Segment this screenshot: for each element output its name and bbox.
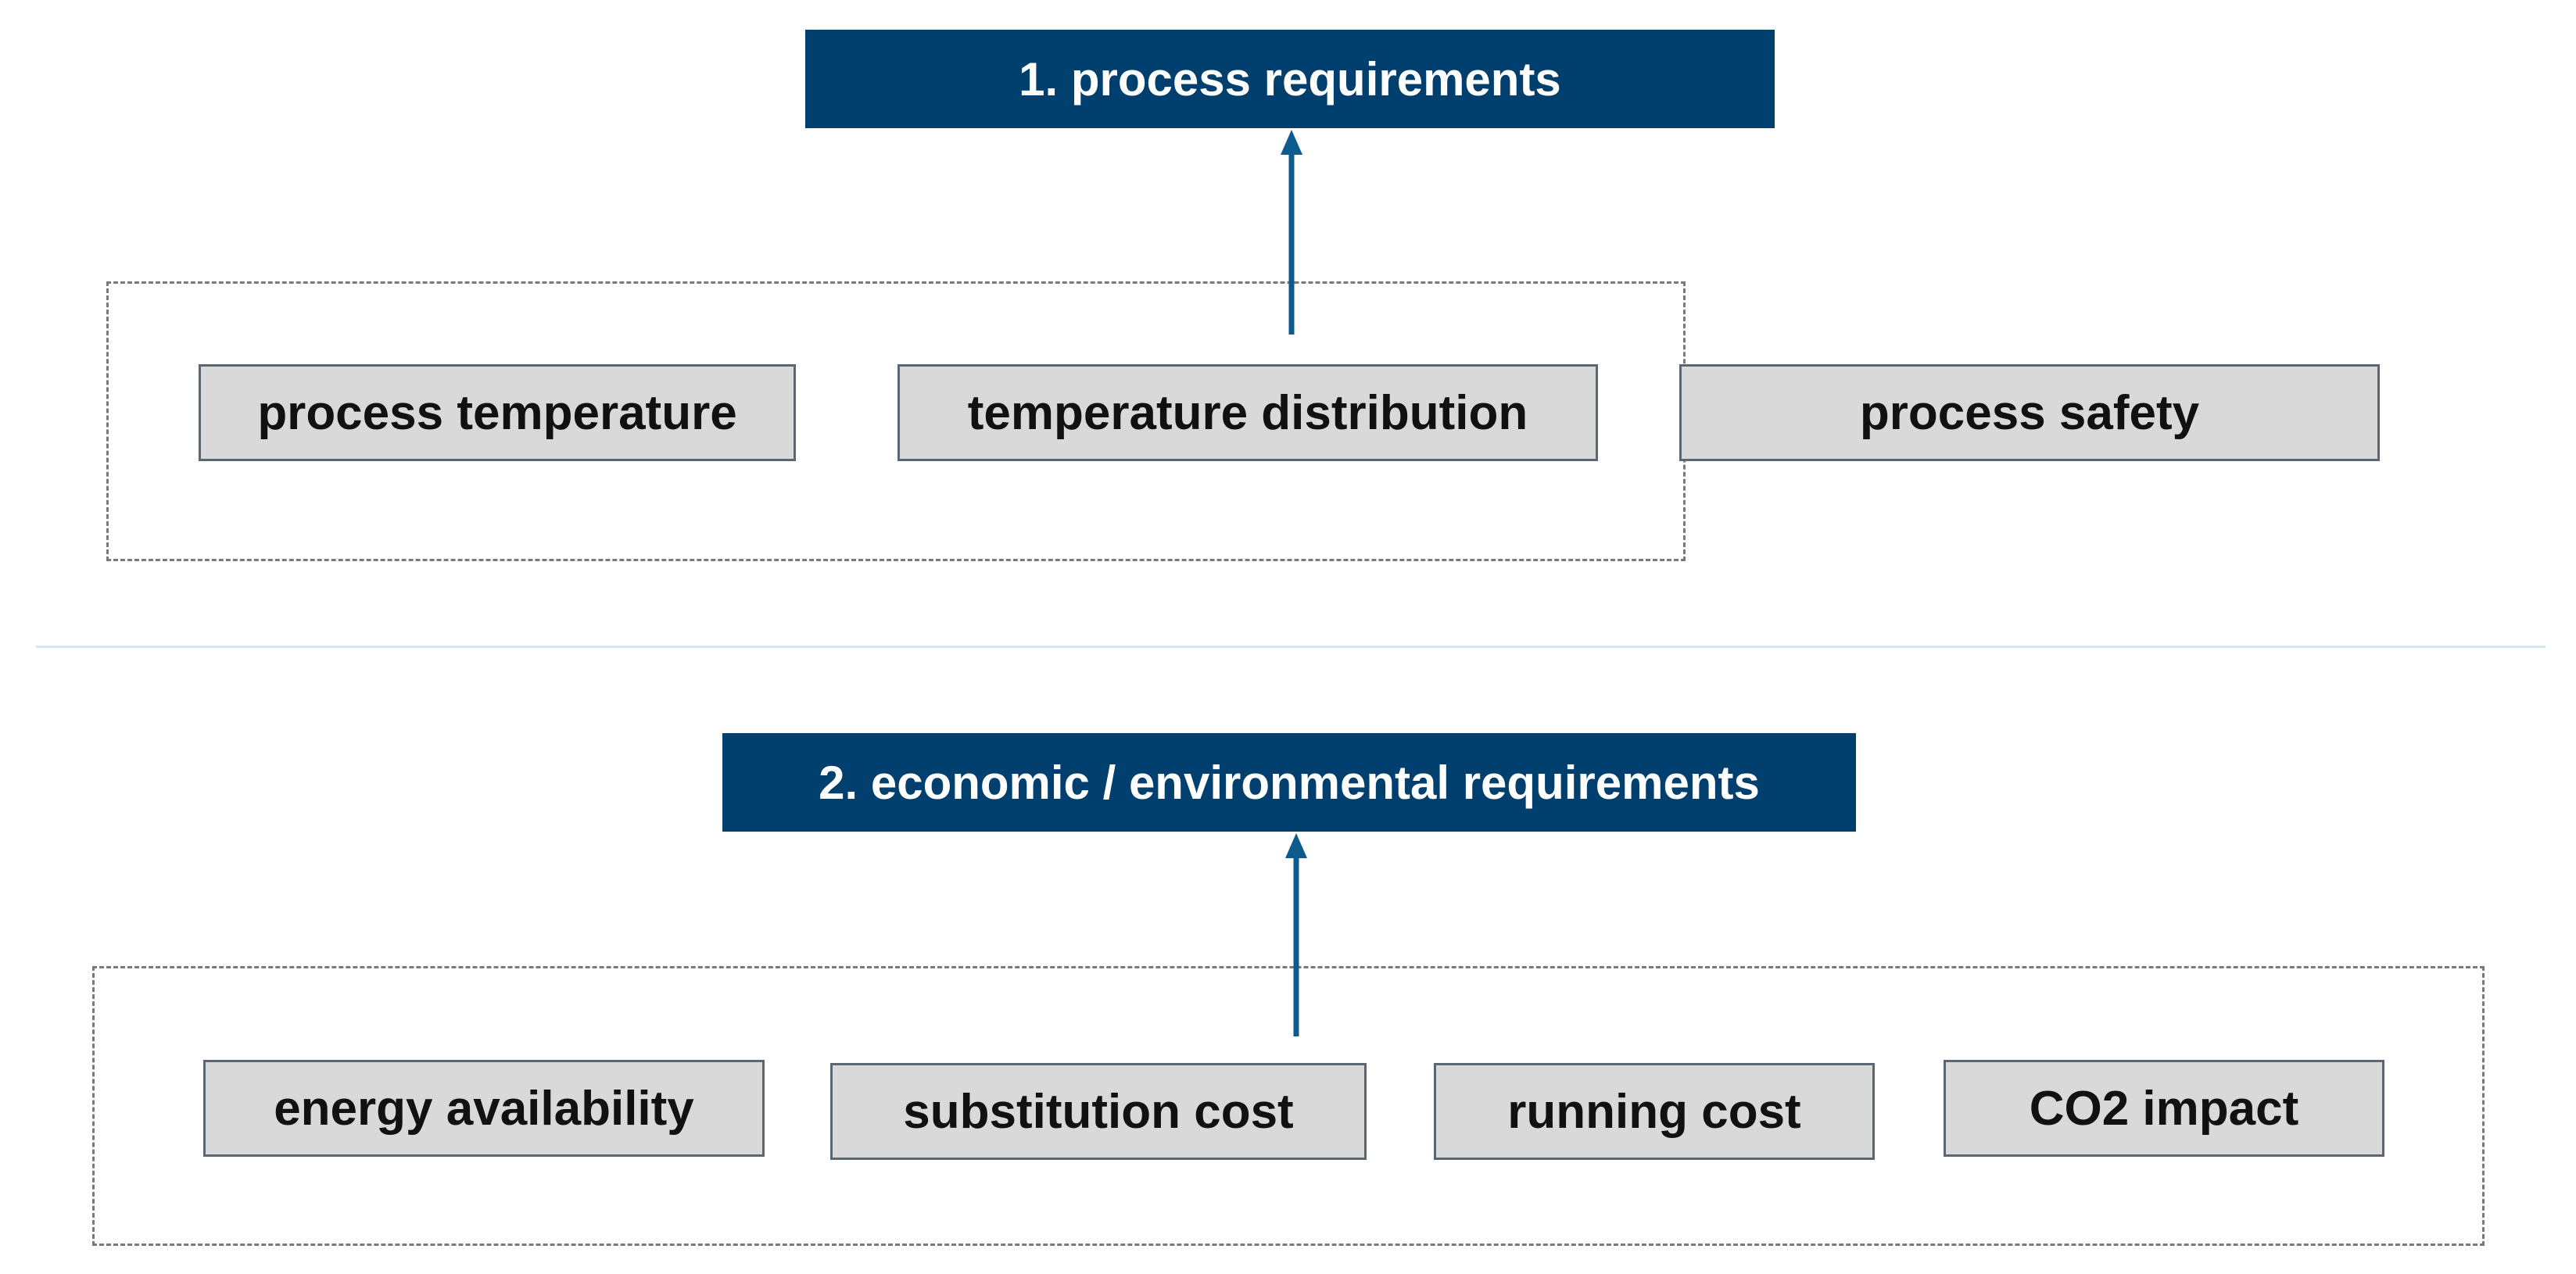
factor-label: process safety bbox=[1859, 385, 2200, 440]
factor-co2-impact: CO2 impact bbox=[1944, 1060, 2384, 1157]
factor-label: CO2 impact bbox=[2029, 1081, 2299, 1136]
factor-process-safety: process safety bbox=[1679, 364, 2380, 461]
process-requirements-header: 1. process requirements bbox=[805, 30, 1775, 128]
factor-label: temperature distribution bbox=[967, 385, 1528, 440]
factor-label: substitution cost bbox=[903, 1084, 1294, 1139]
factor-substitution-cost: substitution cost bbox=[830, 1063, 1367, 1160]
factor-label: energy availability bbox=[274, 1081, 694, 1136]
process-requirements-title: 1. process requirements bbox=[1019, 52, 1561, 106]
economic-environmental-requirements-header: 2. economic / environmental requirements bbox=[722, 733, 1856, 832]
factor-label: running cost bbox=[1507, 1084, 1801, 1139]
factor-process-temperature: process temperature bbox=[199, 364, 796, 461]
factor-label: process temperature bbox=[257, 385, 737, 440]
section-separator bbox=[36, 646, 2546, 648]
factor-energy-availability: energy availability bbox=[203, 1060, 765, 1157]
economic-factors-group bbox=[92, 966, 2485, 1246]
economic-environmental-requirements-title: 2. economic / environmental requirements bbox=[819, 756, 1760, 809]
factor-running-cost: running cost bbox=[1434, 1063, 1875, 1160]
factor-temperature-distribution: temperature distribution bbox=[897, 364, 1598, 461]
